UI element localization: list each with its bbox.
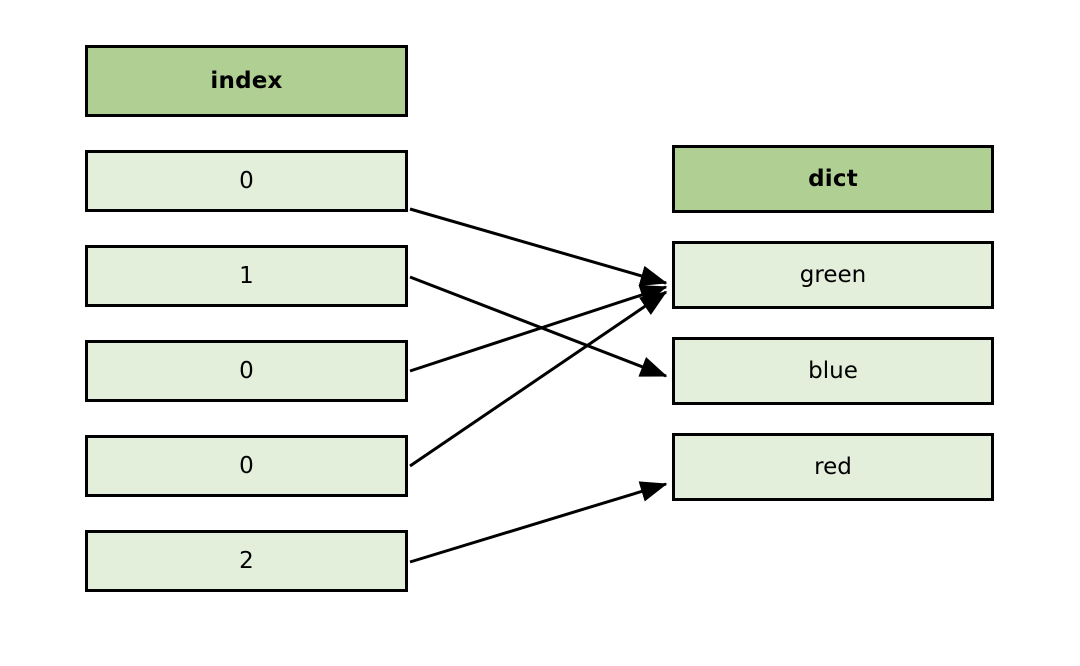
arrow-index2-to-green	[409, 284, 668, 373]
arrow-index4-to-red	[409, 481, 668, 564]
dict-cell-red: red	[672, 433, 994, 501]
index-cell-3: 0	[85, 435, 408, 497]
index-cell-1: 1	[85, 245, 408, 307]
index-column-header: index	[85, 45, 408, 117]
arrow-index3-to-green	[409, 290, 668, 468]
index-column: index 0 1 0 0 2	[85, 45, 408, 592]
arrow-index1-to-blue	[409, 275, 668, 378]
index-cell-4: 2	[85, 530, 408, 592]
arrow-index0-to-green	[409, 207, 668, 287]
index-cell-2: 0	[85, 340, 408, 402]
dict-cell-green: green	[672, 241, 994, 309]
index-cell-0: 0	[85, 150, 408, 212]
dict-column: dict green blue red	[672, 145, 994, 501]
dict-cell-blue: blue	[672, 337, 994, 405]
dict-column-header: dict	[672, 145, 994, 213]
